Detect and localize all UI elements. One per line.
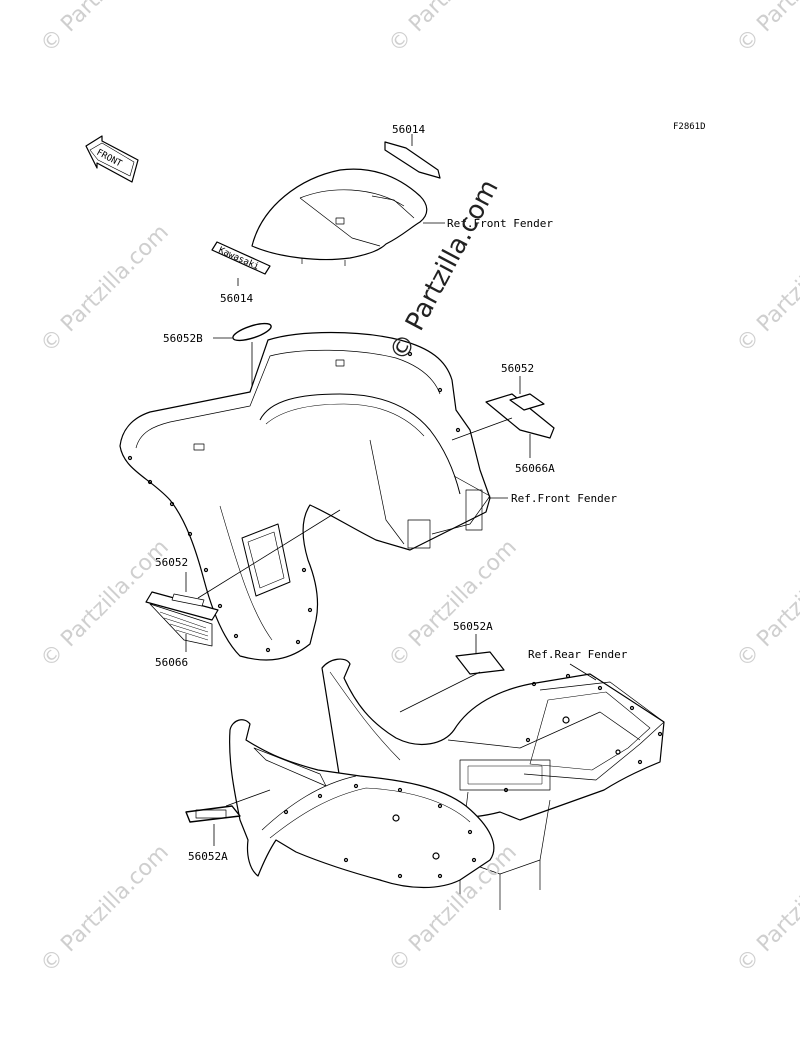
- part-56052a-bottom: 56052A: [188, 850, 228, 863]
- decal-56052-56066-left: [145, 509, 341, 652]
- ref-front-fender-top: Ref.Front Fender: [447, 217, 553, 230]
- part-56014-top: 56014: [392, 123, 425, 136]
- decal-56052a-lower: [185, 789, 271, 846]
- part-56066: 56066: [155, 656, 188, 669]
- front-fender-main: [119, 331, 491, 661]
- part-56052-left: 56052: [155, 556, 188, 569]
- decal-56052a-upper: [399, 634, 597, 713]
- figure-code: F2861D: [673, 122, 706, 132]
- part-56014-mid: 56014: [220, 292, 253, 305]
- emblem-56052b: [232, 322, 272, 342]
- decal-56052-56066a: [451, 376, 555, 458]
- part-56052b: 56052B: [163, 332, 203, 345]
- ref-rear-fender: Ref.Rear Fender: [528, 648, 628, 661]
- part-56052a-top: 56052A: [453, 620, 493, 633]
- ref-front-fender-mid: Ref.Front Fender: [511, 492, 617, 505]
- front-fender-cover-upper: [251, 168, 428, 266]
- front-arrow-icon: FRONT: [85, 135, 139, 183]
- rear-fender-assembly: [229, 658, 665, 910]
- decal-56014-top: [384, 134, 441, 179]
- part-56052-right: 56052: [501, 362, 534, 375]
- part-56066a: 56066A: [515, 462, 555, 475]
